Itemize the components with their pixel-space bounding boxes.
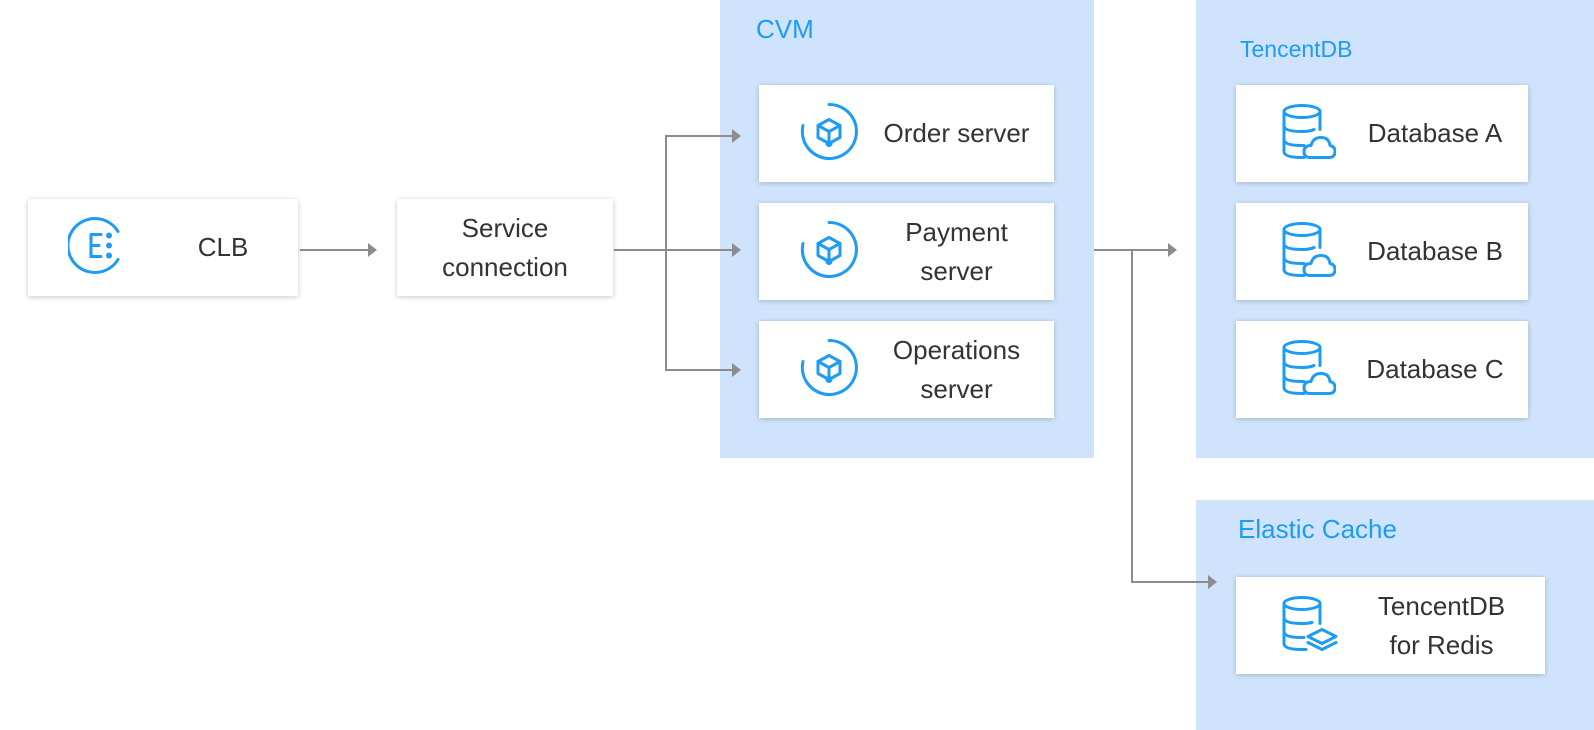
elastic-cache-group-title: Elastic Cache bbox=[1238, 514, 1397, 544]
arrowhead-operations-server bbox=[732, 363, 741, 377]
database-a-label: Database A bbox=[1367, 118, 1503, 148]
cloud-database-icon bbox=[1280, 337, 1337, 402]
cloud-database-icon bbox=[1280, 219, 1337, 284]
order-server-label: Order server bbox=[883, 118, 1030, 148]
database-c-node[interactable]: Database C bbox=[1236, 321, 1528, 418]
redis-database-icon bbox=[1280, 593, 1340, 658]
redis-node[interactable]: TencentDB for Redis bbox=[1236, 577, 1545, 674]
cvm-group-title: CVM bbox=[756, 14, 814, 44]
clb-label: CLB bbox=[197, 232, 249, 262]
arrowhead-tencentdb bbox=[1168, 243, 1177, 257]
cube-server-icon bbox=[799, 101, 859, 166]
cube-server-icon bbox=[799, 337, 859, 402]
cloud-database-icon bbox=[1280, 101, 1337, 166]
arrowhead-order-server bbox=[732, 129, 741, 143]
connector-cvm-to-redis bbox=[1131, 250, 1208, 583]
service-connection-node[interactable]: Service connection bbox=[397, 199, 613, 296]
payment-server-label: Payment server bbox=[905, 216, 1008, 286]
redis-label: TencentDB for Redis bbox=[1377, 590, 1506, 660]
operations-server-label: Operations server bbox=[892, 334, 1021, 404]
clb-node[interactable]: CLB bbox=[28, 199, 298, 296]
arrowhead-service-connection bbox=[368, 243, 377, 257]
database-a-node[interactable]: Database A bbox=[1236, 85, 1528, 182]
database-b-label: Database B bbox=[1367, 236, 1503, 266]
payment-server-node[interactable]: Payment server bbox=[759, 203, 1054, 300]
connector-to-operations-server bbox=[665, 250, 732, 371]
arrowhead-redis bbox=[1208, 575, 1217, 589]
load-balancer-icon bbox=[66, 215, 128, 280]
tencentdb-group-title: TencentDB bbox=[1240, 36, 1353, 62]
database-c-label: Database C bbox=[1366, 354, 1504, 384]
cube-server-icon bbox=[799, 219, 859, 284]
database-b-node[interactable]: Database B bbox=[1236, 203, 1528, 300]
order-server-node[interactable]: Order server bbox=[759, 85, 1054, 182]
service-connection-label: Service connection bbox=[442, 212, 568, 282]
operations-server-node[interactable]: Operations server bbox=[759, 321, 1054, 418]
connector-to-order-server bbox=[665, 135, 732, 250]
arrowhead-payment-server bbox=[732, 243, 741, 257]
